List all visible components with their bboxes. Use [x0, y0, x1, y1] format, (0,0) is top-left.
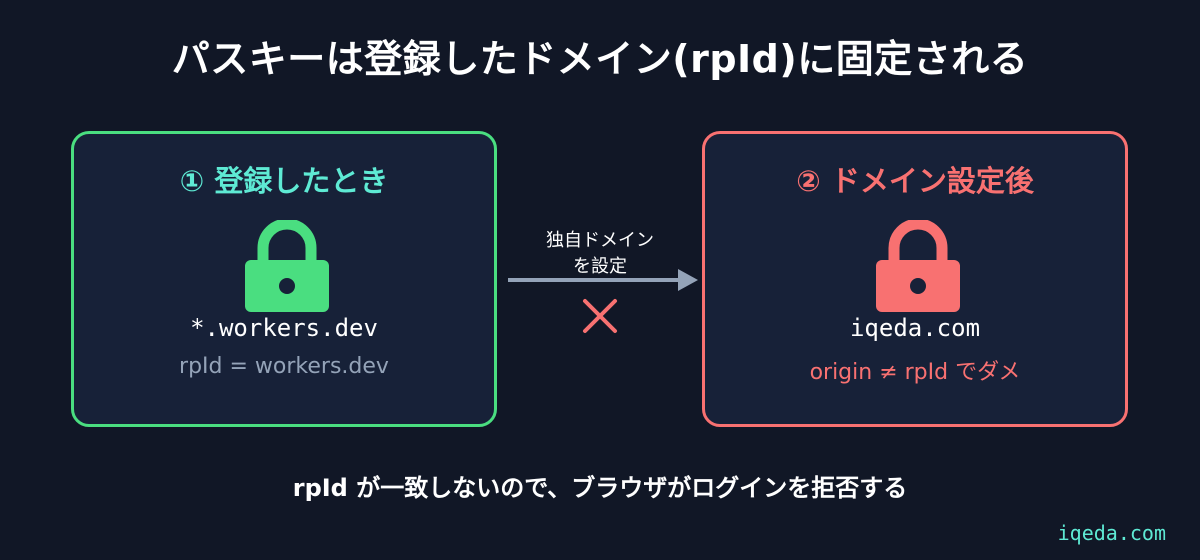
registration-heading: ① 登録したとき	[179, 164, 389, 198]
transition-label-line1: 独自ドメイン	[546, 230, 654, 251]
origin-mismatch-note: origin ≠ rpId でダメ	[809, 360, 1021, 385]
transition-label: 独自ドメイン を設定	[500, 228, 700, 280]
custom-domain: iqeda.com	[849, 314, 981, 342]
cross-icon	[583, 299, 617, 333]
lock-icon	[876, 220, 960, 312]
registration-rpid-note: rpId = workers.dev	[179, 354, 389, 379]
lock-icon	[245, 220, 329, 312]
diagram-title: パスキーは登録したドメイン(rpId)に固定される	[171, 37, 1029, 81]
conclusion-text: rpId が一致しないので、ブラウザがログインを拒否する	[292, 474, 908, 502]
domain-setting-panel: ② ドメイン設定後 iqeda.com origin ≠ rpId でダメ	[702, 131, 1128, 427]
registration-panel: ① 登録したとき *.workers.dev rpId = workers.de…	[71, 131, 497, 427]
domain-setting-heading: ② ドメイン設定後	[796, 164, 1034, 198]
arrow-right-icon	[508, 269, 698, 291]
registration-domain: *.workers.dev	[190, 314, 378, 342]
transition-label-line2: を設定	[573, 256, 627, 277]
brand-watermark: iqeda.com	[1057, 521, 1166, 545]
